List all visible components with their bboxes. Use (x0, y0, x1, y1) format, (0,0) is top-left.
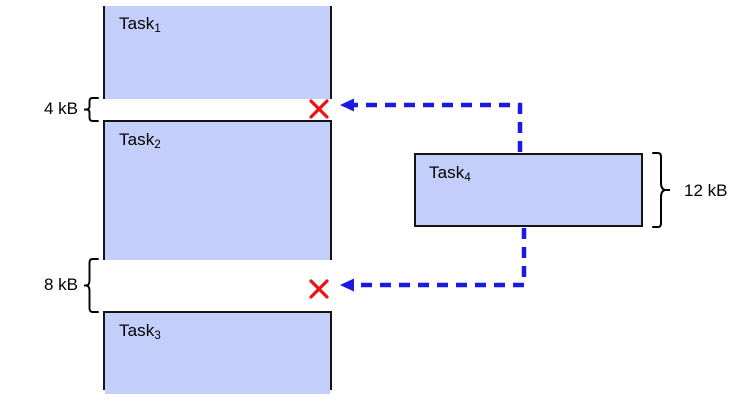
memory-block-task-3: Task3 (105, 311, 330, 394)
task-4-label-subscript: 4 (464, 172, 471, 184)
task-2-label-text: Task (119, 130, 155, 149)
task-1-label-subscript: 1 (154, 23, 161, 35)
task-2-label-subscript: 2 (154, 139, 161, 151)
task-1-label-text: Task (119, 14, 155, 33)
connector-task4-to-hole-4kb (340, 98, 523, 152)
brace-icon-8kb (83, 258, 100, 313)
incoming-task-size-label: 12 kB (684, 181, 728, 200)
hole-size-label-4kb: 4 kB (43, 99, 78, 118)
task-2-label: Task2 (119, 130, 161, 151)
brace-icon-12kb (652, 152, 671, 228)
hole-size-label-8kb: 8 kB (43, 275, 78, 294)
reject-x-icon-4kb (308, 98, 330, 120)
task-1-label: Task1 (119, 14, 161, 35)
reject-x-icon-8kb (308, 278, 330, 300)
memory-column: Task1 Task2 Task3 (103, 6, 332, 394)
incoming-task-box: Task4 (414, 153, 643, 227)
brace-icon-4kb (83, 97, 100, 122)
memory-hole-4kb (103, 99, 332, 120)
task-4-label-text: Task (429, 163, 465, 182)
memory-hole-8kb (103, 260, 332, 311)
task-3-label-subscript: 3 (154, 330, 161, 342)
memory-block-task-1: Task1 (105, 6, 330, 101)
connector-task4-to-hole-8kb (340, 228, 527, 292)
task-3-label: Task3 (119, 321, 161, 342)
task-4-label: Task4 (429, 163, 471, 184)
memory-block-task-2: Task2 (105, 120, 330, 262)
task-3-label-text: Task (119, 321, 155, 340)
